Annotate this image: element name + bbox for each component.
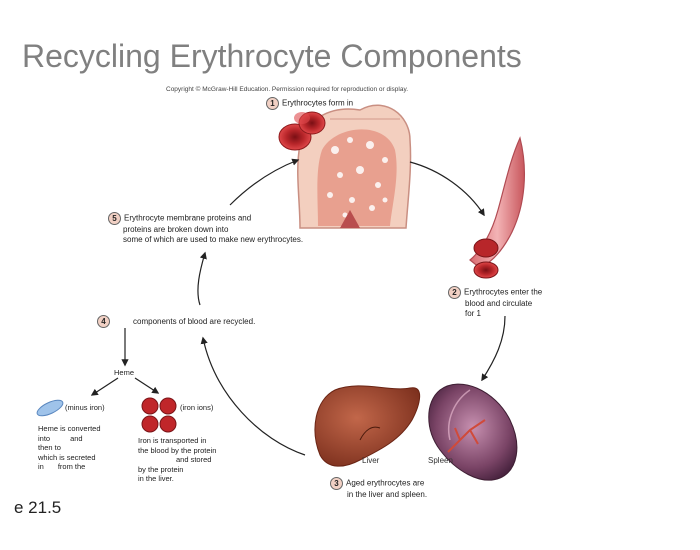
step-3-line-1: Aged erythrocytes are xyxy=(346,478,425,488)
step-2-number: 2 xyxy=(448,286,461,299)
iron-ions-label: (iron ions) xyxy=(180,403,214,412)
heme-molecule xyxy=(36,399,64,417)
iron-pathway-text: Iron is transported in the blood by the … xyxy=(138,436,217,483)
step-3-number: 3 xyxy=(330,477,343,490)
step-4-number: 4 xyxy=(97,315,110,328)
liver-illustration xyxy=(314,385,421,467)
step-3-line-2: in the liver and spleen. xyxy=(347,490,428,499)
step-4: 4 components of blood are recycled. xyxy=(97,315,255,328)
spleen-label: Spleen xyxy=(428,456,453,465)
step-1-text: Erythrocytes form in xyxy=(282,98,354,108)
page-title: Recycling Erythrocyte Components xyxy=(22,38,522,74)
step-2-line-1: Erythrocytes enter the xyxy=(464,287,543,297)
liver-label: Liver xyxy=(362,456,380,465)
figure-label: e 21.5 xyxy=(14,498,62,517)
cycle-arrows xyxy=(90,158,506,456)
copyright-notice: Copyright © McGraw-Hill Education. Permi… xyxy=(166,86,409,93)
step-2-line-3: for 1 xyxy=(465,309,482,318)
erythrocyte-cluster-bone xyxy=(278,111,326,151)
step-5-line-3: some of which are used to make new eryth… xyxy=(123,235,304,244)
blood-vessel-illustration xyxy=(469,136,525,279)
step-4-text: components of blood are recycled. xyxy=(133,316,256,326)
minus-iron-label: (minus iron) xyxy=(65,403,105,412)
step-5-line-2: proteins are broken down into xyxy=(123,225,229,234)
heme-label: Heme xyxy=(114,368,135,377)
step-1-number: 1 xyxy=(266,97,279,110)
step-2-line-2: blood and circulate xyxy=(465,299,533,308)
iron-ion-cluster xyxy=(141,397,177,433)
step-5-line-1: Erythrocyte membrane proteins and xyxy=(124,213,252,223)
spleen-illustration xyxy=(428,383,518,481)
bone-marrow-illustration xyxy=(297,104,412,229)
step-5-number: 5 xyxy=(108,212,121,225)
